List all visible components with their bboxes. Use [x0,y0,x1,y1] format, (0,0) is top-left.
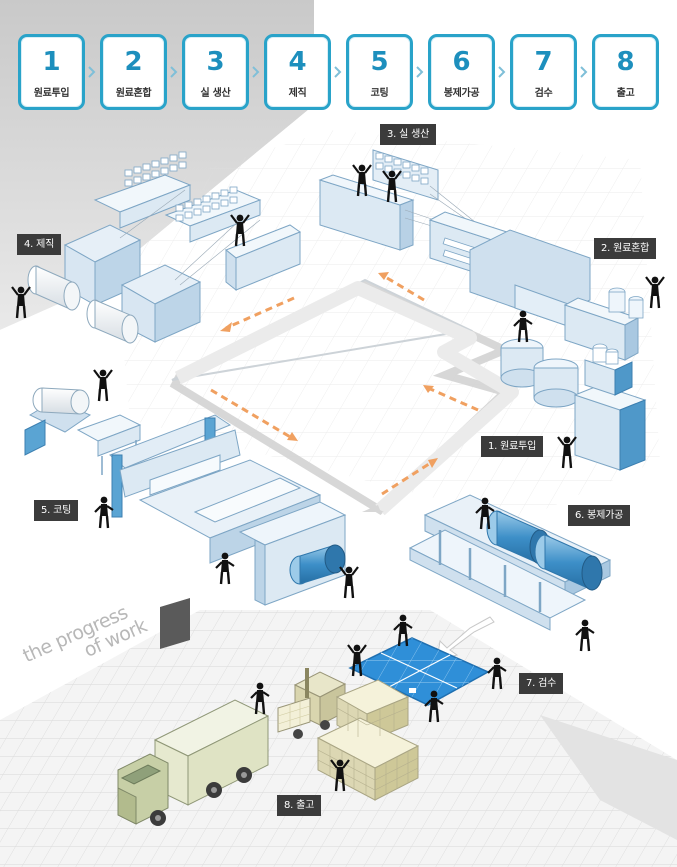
step-5: 5 코팅 [346,34,413,110]
chevron-right-icon [88,66,96,78]
step-label: 봉제가공 [443,88,480,99]
step-label: 실 생산 [200,88,231,99]
callout-material-mixing: 2. 원료혼합 [594,238,657,259]
chevron-right-icon [498,66,506,78]
step-number: 6 [452,47,471,77]
weaving-machine [27,151,302,344]
step-number: 3 [206,47,225,77]
mixing-machine [563,287,644,361]
callout-inspection: 7. 검수 [519,673,564,694]
step-6: 6 봉제가공 [428,34,495,110]
step-label: 제직 [288,88,307,99]
chevron-right-icon [334,66,342,78]
step-label: 코팅 [370,88,389,99]
chevron-right-icon [416,66,424,78]
step-2: 2 원료혼합 [100,34,167,110]
step-number: 5 [370,47,389,77]
chevron-right-icon [580,66,588,78]
step-number: 1 [42,47,61,77]
chevron-right-icon [170,66,178,78]
step-number: 8 [616,47,635,77]
step-4: 4 제직 [264,34,331,110]
callout-yarn-production: 3. 실 생산 [380,124,437,145]
step-8: 8 출고 [592,34,659,110]
step-label: 원료투입 [33,88,70,99]
chevron-right-icon [252,66,260,78]
step-number: 2 [124,47,143,77]
shipping-area [117,598,420,826]
coating-machine [24,387,347,606]
sewing-machine [408,494,612,661]
step-label: 검수 [534,88,553,99]
inspection-mat [348,637,490,706]
callout-material-input: 1. 원료투입 [481,436,544,457]
step-1: 1 원료투입 [18,34,85,110]
process-steps: 1 원료투입 2 원료혼합 3 실 생산 4 제직 5 코팅 6 봉제가공 [18,34,663,110]
step-7: 7 검수 [510,34,577,110]
material-input-machine [500,338,647,471]
step-label: 원료혼합 [115,88,152,99]
step-3: 3 실 생산 [182,34,249,110]
callout-coating: 5. 코팅 [34,500,79,521]
step-label: 출고 [616,88,635,99]
callout-shipping: 8. 출고 [277,795,322,816]
step-number: 7 [534,47,553,77]
step-number: 4 [288,47,307,77]
callout-sewing: 6. 봉제가공 [568,505,631,526]
callout-weaving: 4. 제직 [17,234,62,255]
